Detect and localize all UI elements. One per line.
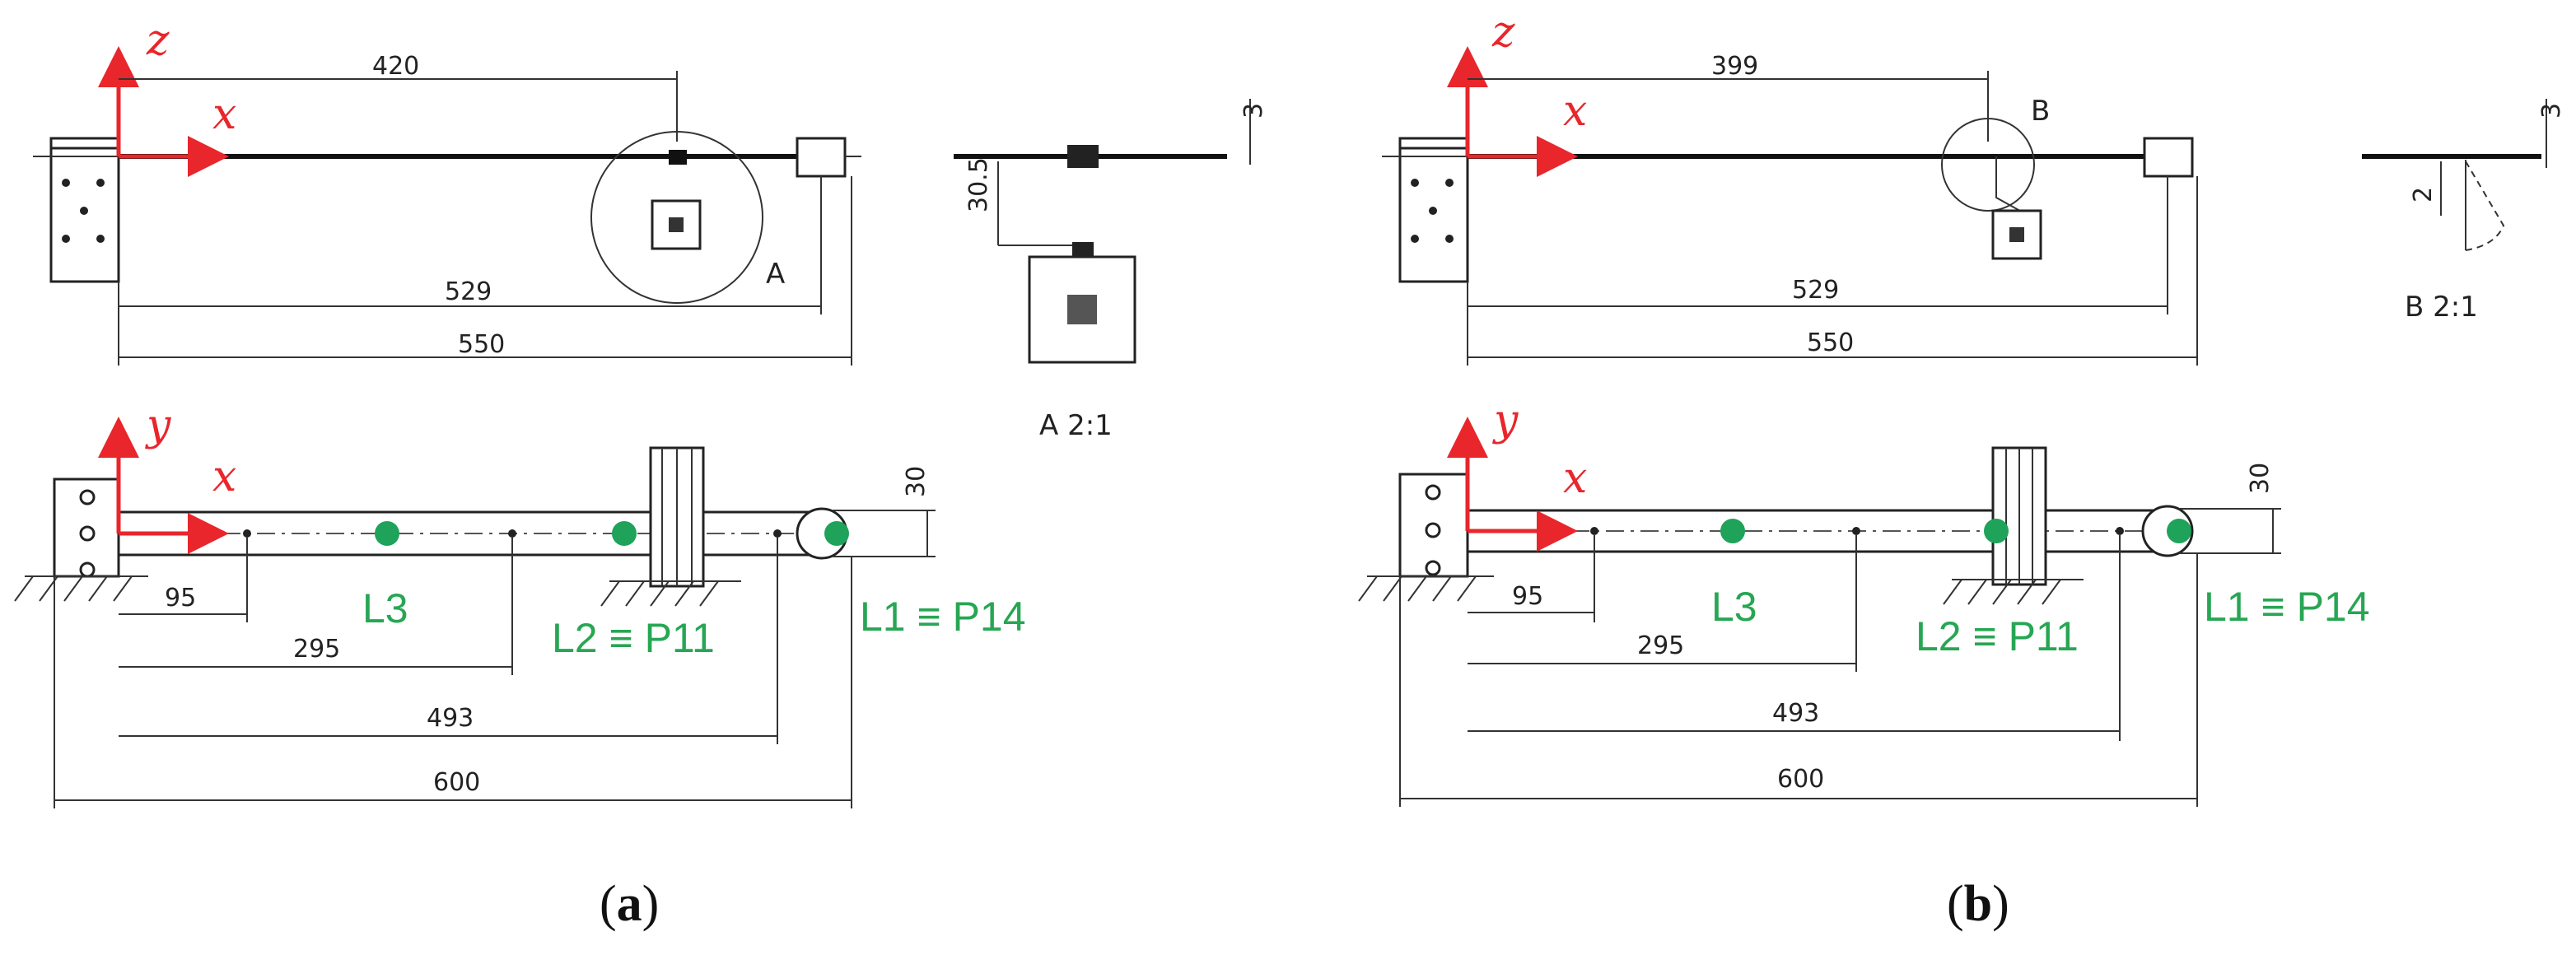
axis-y-label: y — [145, 401, 171, 450]
bolt-hole — [1445, 179, 1454, 187]
bolt-hole — [1411, 235, 1419, 243]
bottom-view-a: y x 30 95 295 493 600 L3 L2 ≡ P11 L1 ≡ P… — [14, 401, 1026, 808]
axis-x-label: x — [212, 452, 236, 501]
detail-b: 3 2 B 2:1 — [2362, 99, 2566, 324]
point-l2 — [612, 521, 637, 546]
ground-hatch — [1358, 575, 1477, 602]
panel-b: B z x 399 529 550 3 2 B 2:1 — [1358, 7, 2566, 932]
point-l1 — [824, 521, 849, 546]
dim-493: 493 — [427, 704, 474, 733]
detail-profile-core — [1067, 295, 1097, 324]
point-l2 — [1984, 519, 2009, 543]
bottom-view-b: y x 30 95 295 493 600 L3 L2 ≡ P11 L1 ≡ P… — [1358, 396, 2370, 807]
label-l3: L3 — [1711, 584, 1757, 630]
detail-bolt — [1072, 242, 1094, 257]
label-l1: L1 ≡ P14 — [860, 594, 1026, 640]
dim-295: 295 — [1637, 631, 1684, 660]
detail-arc — [2465, 161, 2505, 251]
detail-caption: A 2:1 — [1039, 409, 1113, 442]
label-l2: L2 ≡ P11 — [1916, 613, 2079, 659]
bolt-hole — [80, 207, 88, 215]
detail-offset: 30.5 — [964, 157, 993, 212]
bracket-cap — [49, 137, 120, 150]
dim-295: 295 — [293, 635, 340, 664]
caption-a: (a) — [600, 876, 659, 932]
dim-493: 493 — [1772, 699, 1819, 728]
dim-529: 529 — [1792, 276, 1839, 305]
detail-caption: B 2:1 — [2405, 291, 2478, 324]
bracket-cap — [1398, 137, 1469, 150]
dim-550: 550 — [458, 330, 505, 359]
bolt — [79, 489, 96, 505]
dim-600: 600 — [1777, 765, 1824, 794]
end-support — [2143, 137, 2194, 178]
bolt-hole — [1411, 179, 1419, 187]
point-l1 — [2167, 519, 2191, 543]
axis-x-label: x — [212, 90, 236, 139]
label-l2: L2 ≡ P11 — [552, 615, 715, 661]
top-view-b: B z x 399 529 550 — [1382, 7, 2198, 366]
detail-a: 3 30.5 A 2:1 — [954, 99, 1268, 442]
bolt-hole — [96, 235, 105, 243]
axis-z-label: z — [1491, 7, 1515, 57]
node — [508, 529, 516, 538]
label-l3: L3 — [362, 585, 408, 631]
bolt — [1425, 560, 1441, 576]
dim-529: 529 — [445, 277, 492, 306]
profile-core — [2009, 227, 2024, 242]
axis-x-label: x — [1563, 454, 1587, 503]
dim-399: 399 — [1711, 52, 1758, 81]
node — [1590, 527, 1598, 535]
detail-ref: B — [2031, 95, 2050, 128]
detail-offset: 2 — [2409, 187, 2438, 203]
bolt — [79, 561, 96, 578]
bolt — [1425, 522, 1441, 538]
node — [1852, 527, 1860, 535]
ground-hatch — [14, 575, 133, 602]
dim-550: 550 — [1807, 328, 1854, 357]
label-l1: L1 ≡ P14 — [2204, 584, 2370, 630]
top-view-a: A z x 420 529 550 — [33, 16, 861, 366]
detail-thickness: 3 — [2537, 103, 2566, 119]
profile-core — [669, 217, 684, 232]
dim-95: 95 — [1512, 582, 1543, 611]
detail-clamp — [1067, 145, 1099, 168]
dim-600: 600 — [433, 768, 480, 797]
detail-ref: A — [766, 258, 785, 291]
dim-95: 95 — [165, 584, 196, 613]
node — [243, 529, 251, 538]
point-l3 — [375, 521, 399, 546]
bolt — [79, 525, 96, 542]
dim-30: 30 — [2246, 463, 2275, 494]
point-l3 — [1720, 519, 1745, 543]
profile-clamp — [669, 150, 687, 165]
bolt-hole — [96, 179, 105, 187]
detail-wedge — [1995, 156, 2027, 215]
ground-hatch — [1943, 579, 2061, 605]
dim-30: 30 — [902, 466, 931, 497]
bolt-hole — [1445, 235, 1454, 243]
node — [2116, 527, 2124, 535]
bolt-hole — [62, 179, 70, 187]
bolt-hole — [1429, 207, 1437, 215]
node — [773, 529, 782, 538]
end-support — [796, 137, 847, 178]
axis-y-label: y — [1492, 396, 1519, 445]
axis-z-label: z — [146, 16, 170, 65]
detail-thickness: 3 — [1239, 103, 1268, 119]
ground-hatch — [600, 580, 719, 607]
panel-a: A z x 420 529 550 3 30.5 — [14, 16, 1268, 932]
bolt — [1425, 484, 1441, 501]
caption-b: (b) — [1947, 876, 2009, 932]
bolt-hole — [62, 235, 70, 243]
axis-x-label: x — [1563, 86, 1587, 136]
dim-420: 420 — [372, 52, 419, 81]
